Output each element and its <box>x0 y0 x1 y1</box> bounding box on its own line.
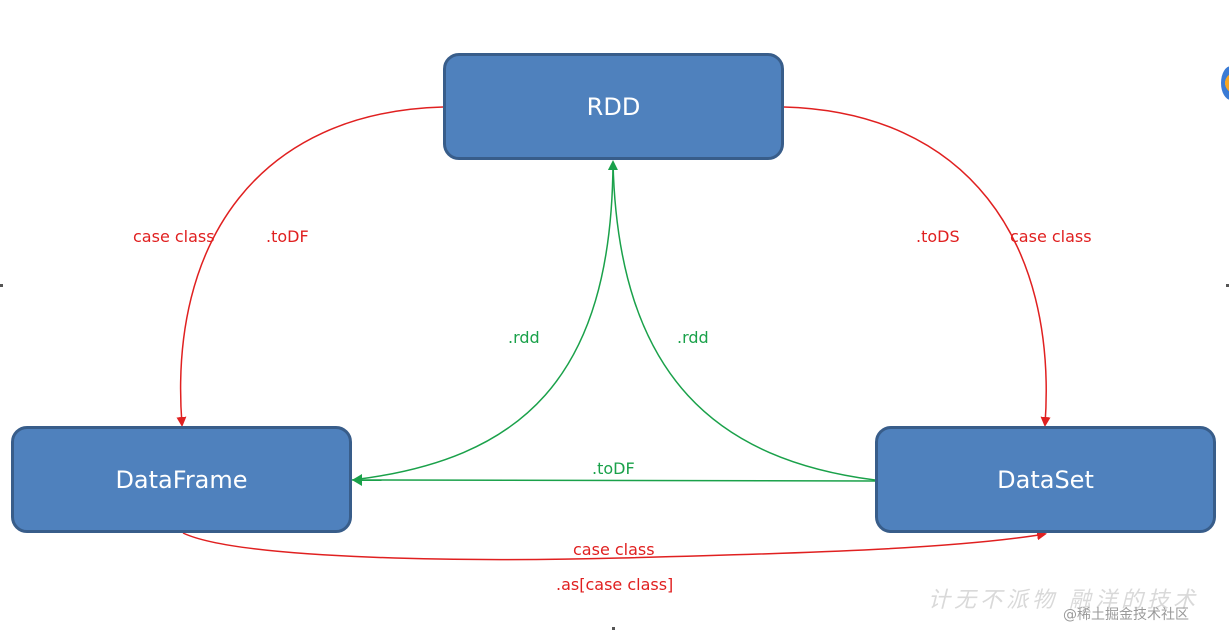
edge-rdd-to-dataset <box>783 106 1051 427</box>
dataframe-node: DataFrame <box>11 426 352 533</box>
rdd-to-dataframe-label-case-class: case class <box>133 227 215 246</box>
rdd-node: RDD <box>443 53 784 160</box>
handwritten-watermark: 计无不派物 融洋的技术 <box>928 588 1199 613</box>
edge-dataframe-to-rdd <box>351 160 618 481</box>
dataframe-to-dataset-label-case-class: case class <box>573 540 655 559</box>
page-marker-left <box>0 284 3 287</box>
rdd-to-dataframe-label-todf: .toDF <box>266 227 309 246</box>
dataset-to-rdd-label: .rdd <box>677 328 709 347</box>
rdd-to-dataset-label-tods: .toDS <box>916 227 960 246</box>
edge-dataset-to-rdd <box>612 161 876 481</box>
watermark-text: @稀土掘金技术社区 <box>1063 607 1189 623</box>
page-marker-bottom <box>612 627 615 630</box>
page-marker-right <box>1226 284 1229 287</box>
edge-dataframe-to-dataset <box>182 530 1047 561</box>
app-logo-icon <box>1221 66 1229 100</box>
dataset-to-dataframe-label: .toDF <box>592 459 635 478</box>
dataset-node: DataSet <box>875 426 1216 533</box>
rdd-to-dataset-label-case-class: case class <box>1010 227 1092 246</box>
dataframe-to-rdd-label: .rdd <box>508 328 540 347</box>
dataframe-to-dataset-label-as: .as[case class] <box>556 575 674 594</box>
edge-dataset-to-dataframe <box>352 475 876 486</box>
edge-rdd-to-dataframe <box>176 106 444 427</box>
